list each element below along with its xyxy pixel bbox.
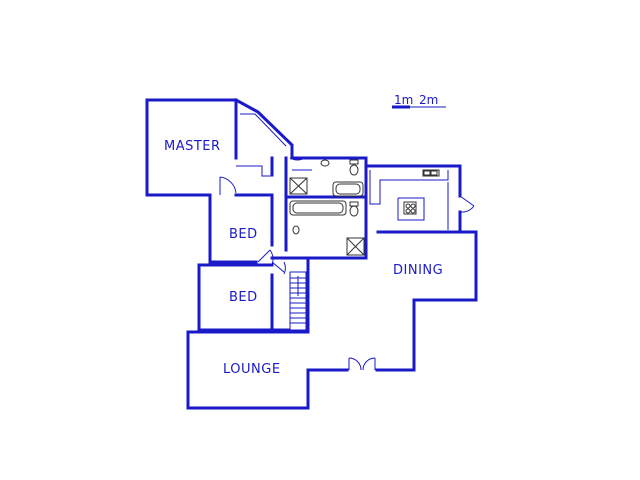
- kitchen-walls: [364, 164, 478, 234]
- room-label-master: MASTER: [164, 139, 221, 154]
- kitchen-door: [459, 195, 475, 213]
- scale-label-1m: 1m: [394, 93, 414, 107]
- room-label-dining: DINING: [393, 263, 444, 278]
- room-label-bed-1: BED: [229, 227, 258, 242]
- room-label-bed-2: BED: [229, 290, 258, 305]
- dining-walls: [364, 230, 478, 372]
- staircase: [289, 256, 310, 334]
- lounge-walls: [186, 330, 349, 410]
- bed-1-walls: [208, 193, 274, 264]
- scale-label-2m: 2m: [419, 93, 439, 107]
- kitchen-fixtures: [403, 169, 440, 215]
- bathroom-fixtures: [289, 157, 365, 256]
- bed-2-walls: [197, 263, 290, 332]
- master-bedroom-walls: [145, 97, 294, 197]
- bed-2-door: [271, 261, 286, 275]
- lounge-double-door: [348, 357, 376, 371]
- master-door: [219, 176, 237, 195]
- room-label-lounge: LOUNGE: [223, 362, 281, 377]
